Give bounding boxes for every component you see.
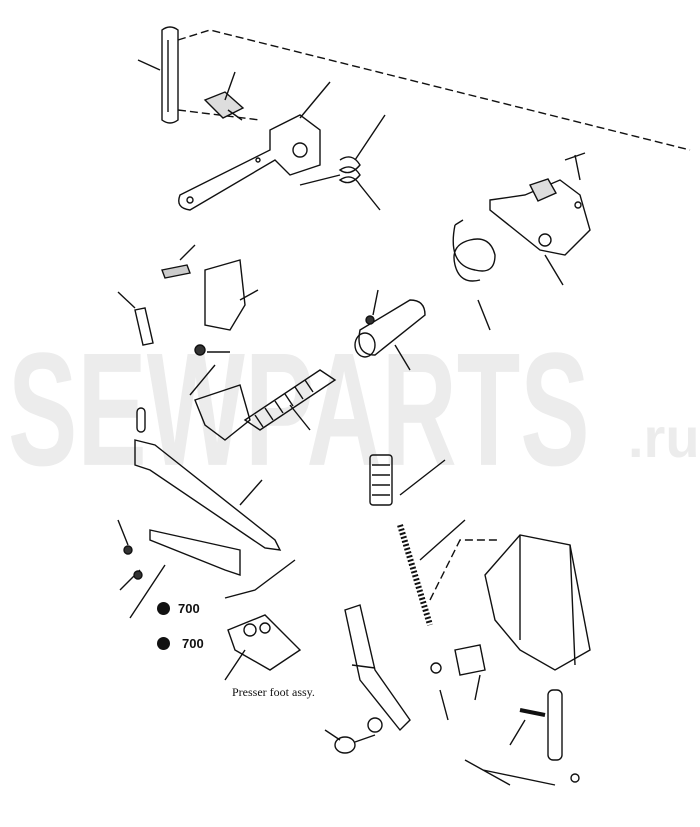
guide-plate-part	[149, 529, 241, 576]
callout-marker-dot	[157, 637, 170, 650]
leader-line	[399, 459, 466, 561]
adjusting-screw-part	[369, 454, 393, 506]
leader-line	[289, 404, 311, 431]
leader-line	[351, 664, 376, 669]
leader-line	[137, 59, 161, 71]
leader-line	[372, 289, 411, 371]
stud-part	[203, 91, 245, 121]
leader-line	[324, 729, 341, 741]
spring-part	[452, 219, 496, 282]
presser-bar-part	[134, 439, 282, 551]
cam-lever-part	[489, 178, 591, 256]
leader-line	[117, 244, 259, 396]
needle-clamp-part	[519, 689, 563, 761]
screw-part	[570, 773, 580, 783]
clamp-part	[134, 259, 246, 356]
watermark-suffix: .ru	[628, 406, 700, 469]
leader-line	[439, 674, 481, 721]
assembly-line	[177, 29, 691, 151]
callout-label: 700	[178, 601, 200, 616]
presser-spring-part	[397, 524, 433, 626]
threaded-shaft-part	[194, 369, 337, 441]
small-plate-part	[454, 644, 486, 676]
lifter-link-part	[161, 26, 179, 124]
leader-line	[544, 152, 586, 286]
leader-line	[224, 71, 236, 101]
screw-part	[133, 570, 143, 580]
leader-line	[299, 81, 331, 119]
bushing-part	[354, 299, 426, 358]
torsion-spring-part	[299, 156, 381, 211]
assembly-line	[429, 539, 500, 601]
presser-foot-part	[227, 614, 302, 671]
pin-part	[136, 407, 146, 433]
leader-line	[354, 114, 386, 161]
presser-foot-caption: Presser foot assy.	[232, 685, 315, 699]
needle-bar-frame-part	[484, 534, 591, 671]
leader-line	[224, 559, 296, 681]
leader-line	[239, 479, 263, 506]
thumb-screw-part	[334, 717, 383, 754]
lifter-lever-part	[178, 114, 321, 211]
watermark-logo: SEWPARTS	[8, 320, 590, 501]
callout-label: 700	[182, 636, 204, 651]
screw-part	[430, 662, 442, 674]
lifter-arm-part	[344, 604, 411, 732]
callout-marker-dot	[157, 602, 170, 615]
screw-part	[123, 545, 133, 555]
leader-line	[464, 719, 556, 786]
screw-part	[365, 315, 375, 325]
leader-line	[477, 299, 491, 331]
